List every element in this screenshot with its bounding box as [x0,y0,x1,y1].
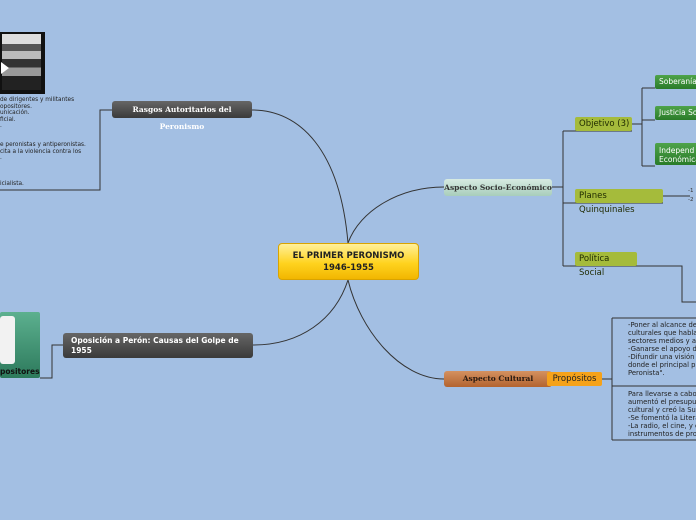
central-topic[interactable]: EL PRIMER PERONISMO 1946-1955 [278,243,419,280]
propositos-note-1: -Poner al alcance de culturales que habl… [628,321,696,377]
planes-marks: -1 -2 [688,188,694,203]
link-central-rasgos [251,109,349,244]
subtopic-soberania[interactable]: Soberanía [655,75,696,89]
subtopic-planes-quinquenales[interactable]: Planes Quinquinales [575,189,663,215]
subtopic-justicia-social[interactable]: Justicia So [655,106,696,120]
opositores-image [0,316,15,364]
play-icon [1,62,9,74]
rasgos-note-3: icialista. [0,181,24,187]
link-rasgos-left [0,109,112,191]
link-objetivo-green [632,87,655,167]
propositos-note-2: Para llevarse a cabo aumentó el presupue… [628,390,696,438]
link-propositos-text [602,317,696,441]
topic-aspecto-cultural[interactable]: Aspecto Cultural [444,371,552,387]
subtopic-objetivo[interactable]: Objetivo (3) [575,117,632,131]
rasgos-note-1: de dirigentes y militantes opositores. u… [0,97,75,130]
link-politica-right [637,265,696,303]
link-central-oposicion [252,279,349,346]
subtopic-propositos[interactable]: Propósitos [547,372,602,386]
topic-rasgos-autoritarios[interactable]: Rasgos Autoritarios del Peronismo [112,101,252,131]
protest-photo [0,32,45,94]
link-central-socio [347,186,445,244]
subtopic-politica-social[interactable]: Política Social [575,252,637,278]
topic-aspecto-socio-economico[interactable]: Aspecto Socio-Económico [444,179,552,196]
topic-oposicion-peron[interactable]: Oposición a Perón: Causas del Golpe de 1… [63,333,253,358]
opositores-card[interactable]: positores [0,312,40,378]
link-socio-branches [552,130,663,267]
opositores-label: positores [0,367,40,376]
link-oposicion-left [40,344,63,379]
rasgos-note-2: e peronistas y antiperonistas. cita a la… [0,142,86,162]
link-central-cultural [347,279,445,380]
subtopic-independencia-economica[interactable]: Independ Económica [655,143,696,165]
